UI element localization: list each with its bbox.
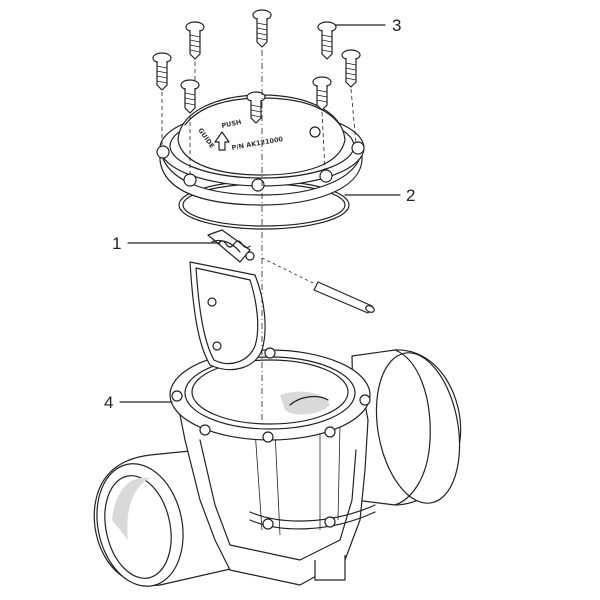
callout-4: 4	[104, 393, 113, 412]
flange-bolt-holes	[171, 347, 371, 443]
screw	[246, 91, 266, 124]
hinge-spring	[217, 240, 255, 261]
screws	[152, 9, 361, 124]
screw	[252, 9, 272, 48]
flapper-gate	[189, 229, 266, 371]
screw	[185, 21, 205, 60]
cap-bolt-ears	[156, 126, 365, 192]
screw	[341, 49, 361, 88]
screw	[180, 79, 200, 114]
screw	[317, 21, 337, 60]
alignment-lines	[161, 50, 357, 420]
arrow-icon	[214, 131, 230, 151]
screw	[312, 76, 332, 111]
valve-cap: P/N AK121000 GUIDE PUSH	[156, 94, 365, 206]
valve-body	[93, 347, 462, 587]
callout-2: 2	[406, 186, 415, 205]
callout-3: 3	[392, 16, 401, 35]
screw	[152, 52, 172, 91]
callout-1: 1	[112, 234, 121, 253]
hinge-pin	[261, 257, 375, 314]
callouts: 3 2 1 4	[104, 16, 415, 412]
